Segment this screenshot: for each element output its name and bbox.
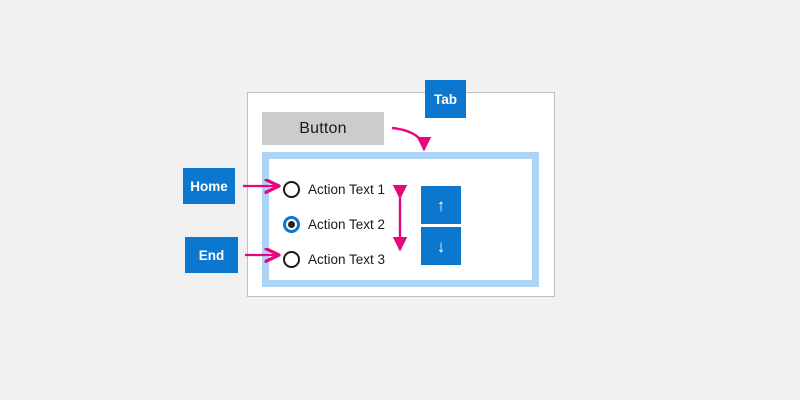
key-badge-label: End bbox=[198, 247, 225, 263]
spinner-up-button[interactable]: ↑ bbox=[421, 186, 461, 224]
radio-unselected-icon[interactable] bbox=[283, 181, 300, 198]
radio-unselected-icon[interactable] bbox=[283, 251, 300, 268]
spinner-down-button[interactable]: ↓ bbox=[421, 227, 461, 265]
key-badge-home: Home bbox=[183, 168, 235, 204]
radio-option-3[interactable]: Action Text 3 bbox=[283, 242, 403, 277]
arrow-down-icon: ↓ bbox=[436, 236, 446, 256]
button-label: Button bbox=[299, 119, 347, 137]
radio-option-label: Action Text 1 bbox=[308, 182, 386, 197]
arrow-up-icon: ↑ bbox=[436, 195, 446, 215]
key-badge-tab: Tab bbox=[425, 80, 466, 118]
radio-selected-icon[interactable] bbox=[283, 216, 300, 233]
button-control[interactable]: Button bbox=[262, 112, 384, 145]
radio-option-label: Action Text 3 bbox=[308, 252, 386, 267]
radio-group: Action Text 1 Action Text 2 Action Text … bbox=[283, 172, 403, 277]
key-badge-end: End bbox=[185, 237, 238, 273]
key-badge-label: Home bbox=[190, 178, 228, 194]
radio-option-1[interactable]: Action Text 1 bbox=[283, 172, 403, 207]
radio-option-label: Action Text 2 bbox=[308, 217, 386, 232]
key-badge-label: Tab bbox=[434, 91, 457, 107]
radio-option-2[interactable]: Action Text 2 bbox=[283, 207, 403, 242]
